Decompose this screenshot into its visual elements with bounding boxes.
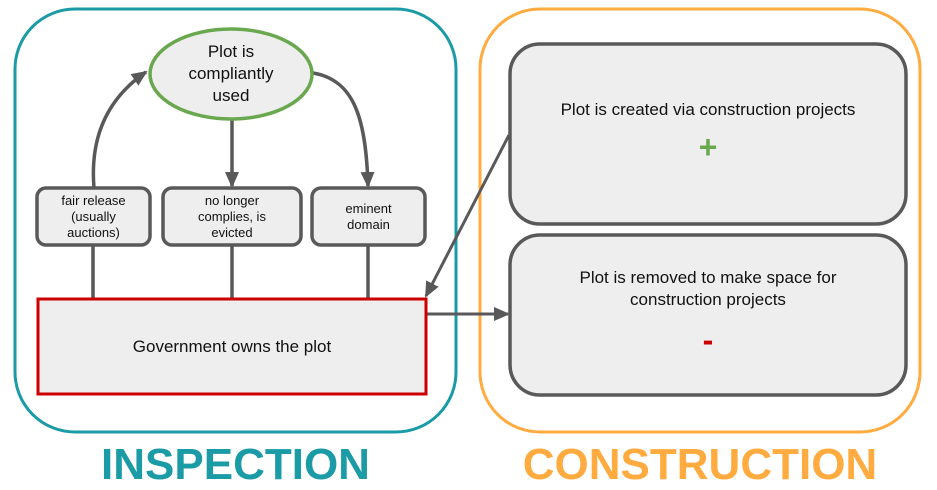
node-government-owns-shape [36,297,428,396]
plus-icon: + [698,129,718,165]
node-plot-removed: Plot is removed to make space for constr… [579,268,837,309]
node-compliant-use-shape [148,27,314,121]
node-evicted-shape [161,186,303,247]
node-fair-release: fair release (usually auctions) [61,192,126,240]
construction-title: CONSTRUCTION [522,440,878,489]
node-eminent-domain: eminent domain [345,200,392,232]
node-plot-removed-shape [508,233,908,397]
node-fair-release-shape [35,186,152,247]
edge-fair-release-to-compliant-use [91,70,148,189]
node-compliant-use: Plot is compliantly used [188,42,274,105]
node-eminent-domain-shape [310,186,427,247]
node-plot-created-shape [508,42,908,226]
edge-compliant-use-to-eminent-domain [312,71,375,188]
construction-section-border [478,7,922,434]
inspection-section-border [13,7,458,434]
node-plot-created: Plot is created via construction project… [560,100,856,119]
edge-plot-created-to-government [424,134,511,298]
inspection-title: INSPECTION [101,440,370,489]
node-evicted: no longer complies, is evicted [198,192,266,240]
minus-icon: - [702,322,714,358]
node-government-owns: Government owns the plot [132,336,332,356]
